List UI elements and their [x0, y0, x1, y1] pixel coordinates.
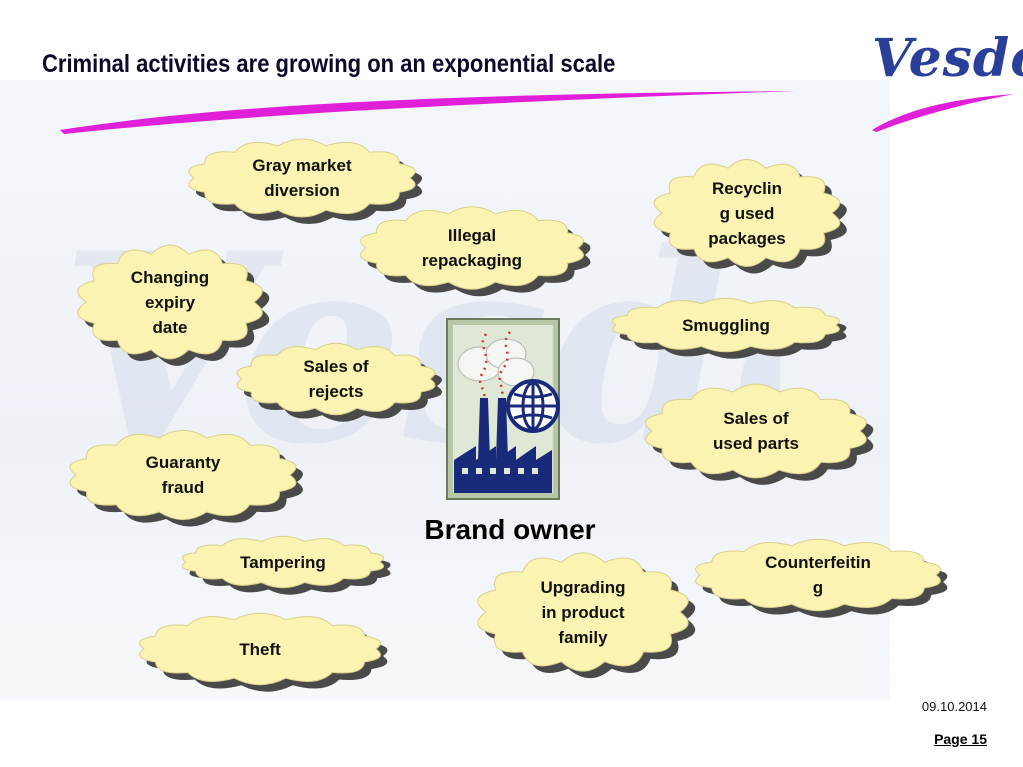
cloud-body: [612, 297, 840, 353]
cloud-label-line: Changing: [130, 267, 210, 287]
cloud-label: Recyclin g used packages: [656, 162, 838, 264]
cloud-label: Sales of rejects: [236, 344, 436, 414]
cloud-label: Theft: [138, 614, 382, 684]
cloud-shape: [188, 138, 423, 225]
cloud-body: [653, 159, 841, 267]
cloud-label: Tampering: [180, 536, 386, 588]
cloud-illegal-repackaging: Illegal repackaging: [360, 206, 591, 297]
title-swoosh: [60, 91, 795, 134]
cloud-counterfeiting: Counterfeitin g: [694, 538, 948, 618]
cloud-shape: [236, 342, 442, 422]
cloud-label-line: repackaging: [421, 251, 523, 270]
cloud-shape: [477, 552, 696, 679]
cloud-label: Changing expiry date: [80, 248, 260, 356]
cloud-label: Counterfeitin g: [694, 540, 942, 610]
page-number-text: Page 15: [934, 731, 987, 747]
slide-date: 09.10.2014: [921, 699, 987, 714]
logo-swoosh: [872, 94, 1014, 132]
cloud-label: Guaranty fraud: [70, 432, 296, 518]
cloud-shape: [645, 383, 874, 485]
cloud-label-line: g used: [719, 203, 775, 223]
cloud-body: [139, 612, 381, 686]
cloud-label-line: Sales of: [303, 357, 369, 376]
slide-title: Criminal activities are growing on an ex…: [42, 50, 616, 78]
cloud-label-line: Upgrading: [540, 577, 626, 597]
cloud-shape: [612, 297, 847, 359]
cloud-guaranty-fraud: Guaranty fraud: [69, 429, 303, 527]
cloud-shape: [77, 244, 270, 366]
cloud-body: [360, 206, 584, 290]
cloud-label-line: expiry: [144, 292, 196, 312]
cloud-label-line: in product: [541, 602, 625, 622]
cloud-label-line: Guaranty: [145, 453, 221, 472]
cloud-recycling-used-packages: Recyclin g used packages: [653, 159, 847, 274]
cloud-shape: [181, 535, 391, 595]
cloud-shape: [695, 538, 948, 618]
cloud-label-line: rejects: [308, 382, 364, 401]
cloud-label-line: Illegal: [447, 226, 497, 245]
cloud-label-line: g: [812, 578, 824, 597]
cloud-label-line: packages: [708, 228, 786, 248]
cloud-smuggling: Smuggling: [610, 297, 847, 359]
cloud-label-line: family: [558, 627, 608, 647]
cloud-shape: [653, 159, 847, 274]
cloud-shape: [139, 612, 388, 692]
cloud-label-line: Smuggling: [682, 315, 770, 335]
cloud-body: [695, 538, 941, 612]
cloud-label-line: Recyclin: [712, 178, 782, 198]
cloud-label-line: Theft: [239, 639, 281, 659]
factory-globe-icon: [446, 318, 560, 500]
cloud-label-line: Counterfeitin: [765, 553, 871, 572]
cloud-label: Gray market diversion: [188, 140, 416, 216]
cloud-body: [477, 552, 689, 672]
cloud-label: Upgrading in product family: [480, 556, 686, 668]
cloud-label-line: fraud: [161, 478, 205, 497]
cloud-upgrading-in-product-family: Upgrading in product family: [477, 552, 696, 679]
vesdo-logo: Vesdo: [872, 28, 1023, 89]
cloud-label: Smuggling: [610, 298, 842, 352]
cloud-body: [181, 535, 385, 589]
cloud-label: Sales of used parts: [646, 386, 866, 476]
cloud-shape: [69, 429, 303, 527]
cloud-label-line: Tampering: [240, 552, 326, 572]
cloud-theft: Theft: [138, 612, 388, 692]
cloud-sales-of-rejects: Sales of rejects: [236, 342, 442, 422]
cloud-label: Illegal repackaging: [360, 208, 584, 288]
cloud-label-line: Sales of: [723, 409, 789, 428]
cloud-label-line: Gray market: [252, 156, 352, 175]
cloud-body: [69, 429, 297, 521]
cloud-label-line: used parts: [713, 434, 799, 453]
cloud-body: [188, 138, 416, 218]
brand-owner-label: Brand owner: [424, 514, 596, 545]
cloud-gray-market-diversion: Gray market diversion: [188, 138, 423, 225]
cloud-body: [236, 342, 436, 416]
cloud-shape: [360, 206, 591, 297]
cloud-body: [77, 244, 263, 360]
cloud-label-line: diversion: [264, 181, 340, 200]
cloud-sales-of-used-parts: Sales of used parts: [645, 383, 874, 485]
cloud-changing-expiry-date: Changing expiry date: [77, 244, 270, 366]
cloud-tampering: Tampering: [180, 535, 391, 595]
cloud-body: [645, 383, 867, 479]
page-number: Page 15: [934, 731, 987, 747]
cloud-label-line: date: [152, 317, 188, 337]
